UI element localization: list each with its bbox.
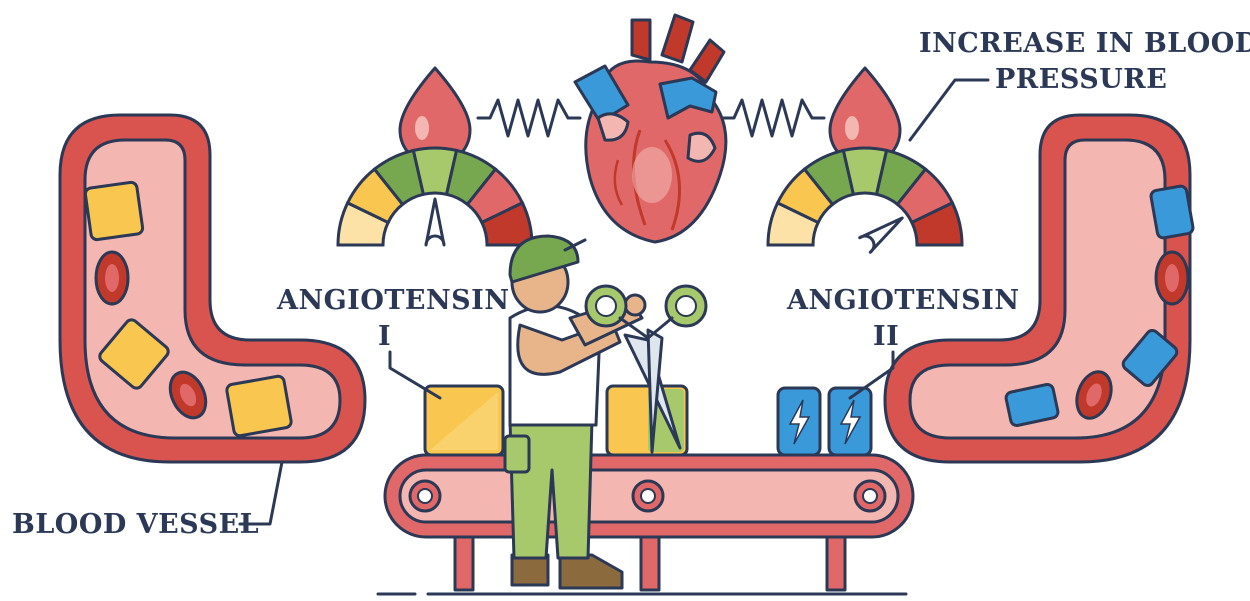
angiotensin-2-numeral: II xyxy=(873,321,899,352)
pulse-line-left xyxy=(478,100,580,136)
gauge-right-needle xyxy=(860,218,903,252)
increase-blood-pressure-label-line2: PRESSURE xyxy=(995,64,1167,95)
angiotensin-2-label: ANGIOTENSIN xyxy=(786,285,1020,316)
blood-vessel-label: BLOOD VESSEL xyxy=(12,509,259,540)
angiotensin-1-numeral: I xyxy=(378,321,391,352)
angiotensin-1-block xyxy=(226,375,292,436)
pressure-gauge-left xyxy=(338,148,532,245)
pulse-line-right xyxy=(722,100,824,136)
increase-blood-pressure-label-line1: INCREASE IN BLOOD xyxy=(919,28,1250,59)
angiotensin-1-label: ANGIOTENSIN xyxy=(276,285,510,316)
conveyor-belt xyxy=(378,455,913,594)
angiotensin-2-block xyxy=(1150,185,1194,239)
increase-pointer-line xyxy=(910,80,988,140)
gauge-left-needle xyxy=(426,199,444,245)
heart-icon xyxy=(575,15,726,242)
pressure-gauge-right xyxy=(768,148,962,252)
angiotensin-1-block xyxy=(85,182,144,241)
